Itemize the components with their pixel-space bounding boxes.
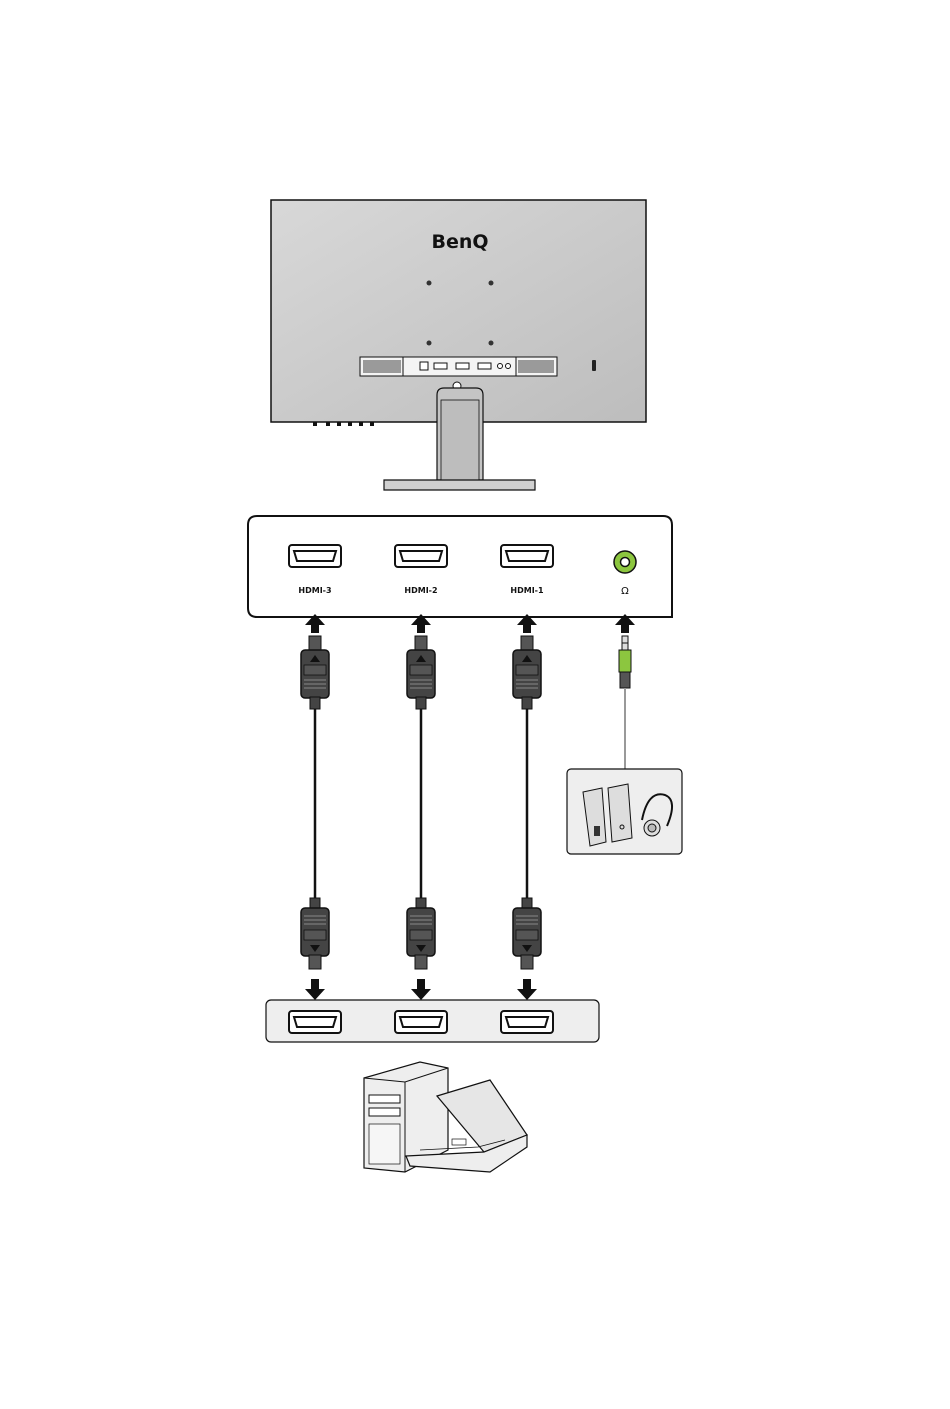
arrow-down-pc-3 bbox=[517, 979, 537, 1000]
arrow-down-pc-1 bbox=[305, 979, 325, 1000]
kensington-lock-icon bbox=[592, 360, 596, 371]
arrows-down bbox=[305, 979, 537, 1000]
pc-port-strip bbox=[266, 1000, 599, 1042]
hdmi-3-label: HDMI-3 bbox=[298, 586, 331, 595]
hdmi-1-label: HDMI-1 bbox=[510, 586, 544, 595]
io-panel-closeup: HDMI-3 HDMI-2 HDMI-1 Ω bbox=[248, 516, 672, 617]
rear-port-strip bbox=[360, 357, 557, 376]
hdmi-cable-2 bbox=[407, 636, 435, 969]
pc-hdmi-port-3 bbox=[501, 1011, 553, 1033]
hdmi-cable-1 bbox=[513, 636, 541, 969]
hdmi-cable-3 bbox=[301, 636, 329, 969]
pc-hdmi-port-2 bbox=[395, 1011, 447, 1033]
monitor-brand-logo: BenQ bbox=[431, 231, 488, 253]
hdmi-2-label: HDMI-2 bbox=[404, 586, 437, 595]
audio-peripherals bbox=[567, 769, 682, 854]
arrow-down-pc-2 bbox=[411, 979, 431, 1000]
monitor-rear: BenQ bbox=[271, 200, 646, 490]
headphone-icon: Ω bbox=[621, 586, 629, 597]
pc-hdmi-port-1 bbox=[289, 1011, 341, 1033]
audio-cable bbox=[619, 636, 631, 770]
